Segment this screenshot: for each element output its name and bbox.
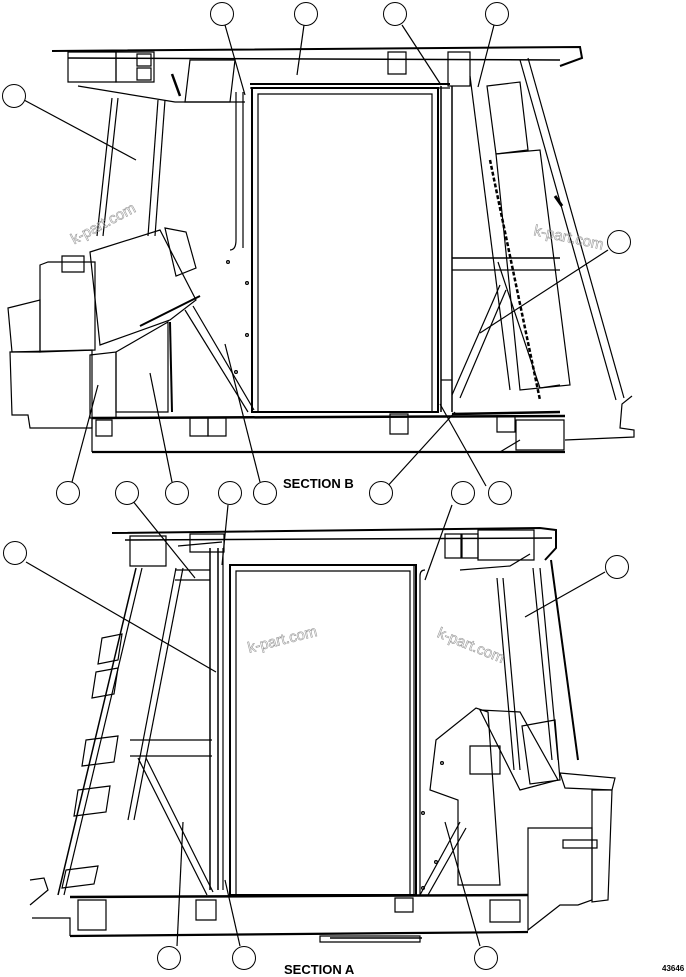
callout-circle[interactable] xyxy=(157,946,181,970)
callout-circle[interactable] xyxy=(485,2,509,26)
callout-circle[interactable] xyxy=(218,481,242,505)
callout-circle[interactable] xyxy=(165,481,189,505)
drawing-number: 43646 xyxy=(662,964,685,973)
callout-circle[interactable] xyxy=(56,481,80,505)
section-b-label: SECTION B xyxy=(283,476,354,491)
callout-circle[interactable] xyxy=(232,946,256,970)
callout-circle[interactable] xyxy=(2,84,26,108)
section-a-label: SECTION A xyxy=(284,962,355,977)
callout-circle[interactable] xyxy=(383,2,407,26)
callout-circle[interactable] xyxy=(451,481,475,505)
callout-circle[interactable] xyxy=(294,2,318,26)
callout-circle[interactable] xyxy=(607,230,631,254)
callout-circle[interactable] xyxy=(253,481,277,505)
callout-circle[interactable] xyxy=(210,2,234,26)
callout-circle[interactable] xyxy=(605,555,629,579)
section-b-drawing xyxy=(8,25,634,500)
callout-circle[interactable] xyxy=(3,541,27,565)
callout-circle[interactable] xyxy=(474,946,498,970)
callout-circle[interactable] xyxy=(488,481,512,505)
section-a-drawing xyxy=(26,500,615,946)
callout-circle[interactable] xyxy=(369,481,393,505)
callout-circle[interactable] xyxy=(115,481,139,505)
